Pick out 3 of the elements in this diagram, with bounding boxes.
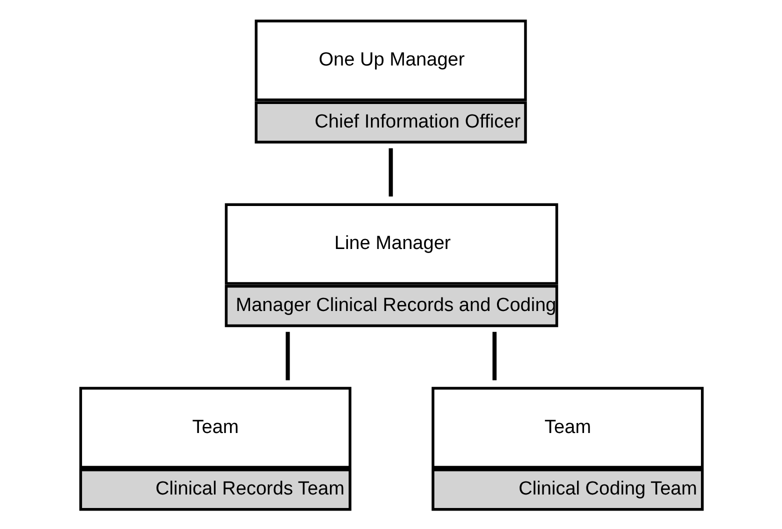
connector xyxy=(285,332,290,380)
connector xyxy=(388,148,392,197)
connector xyxy=(492,332,496,380)
